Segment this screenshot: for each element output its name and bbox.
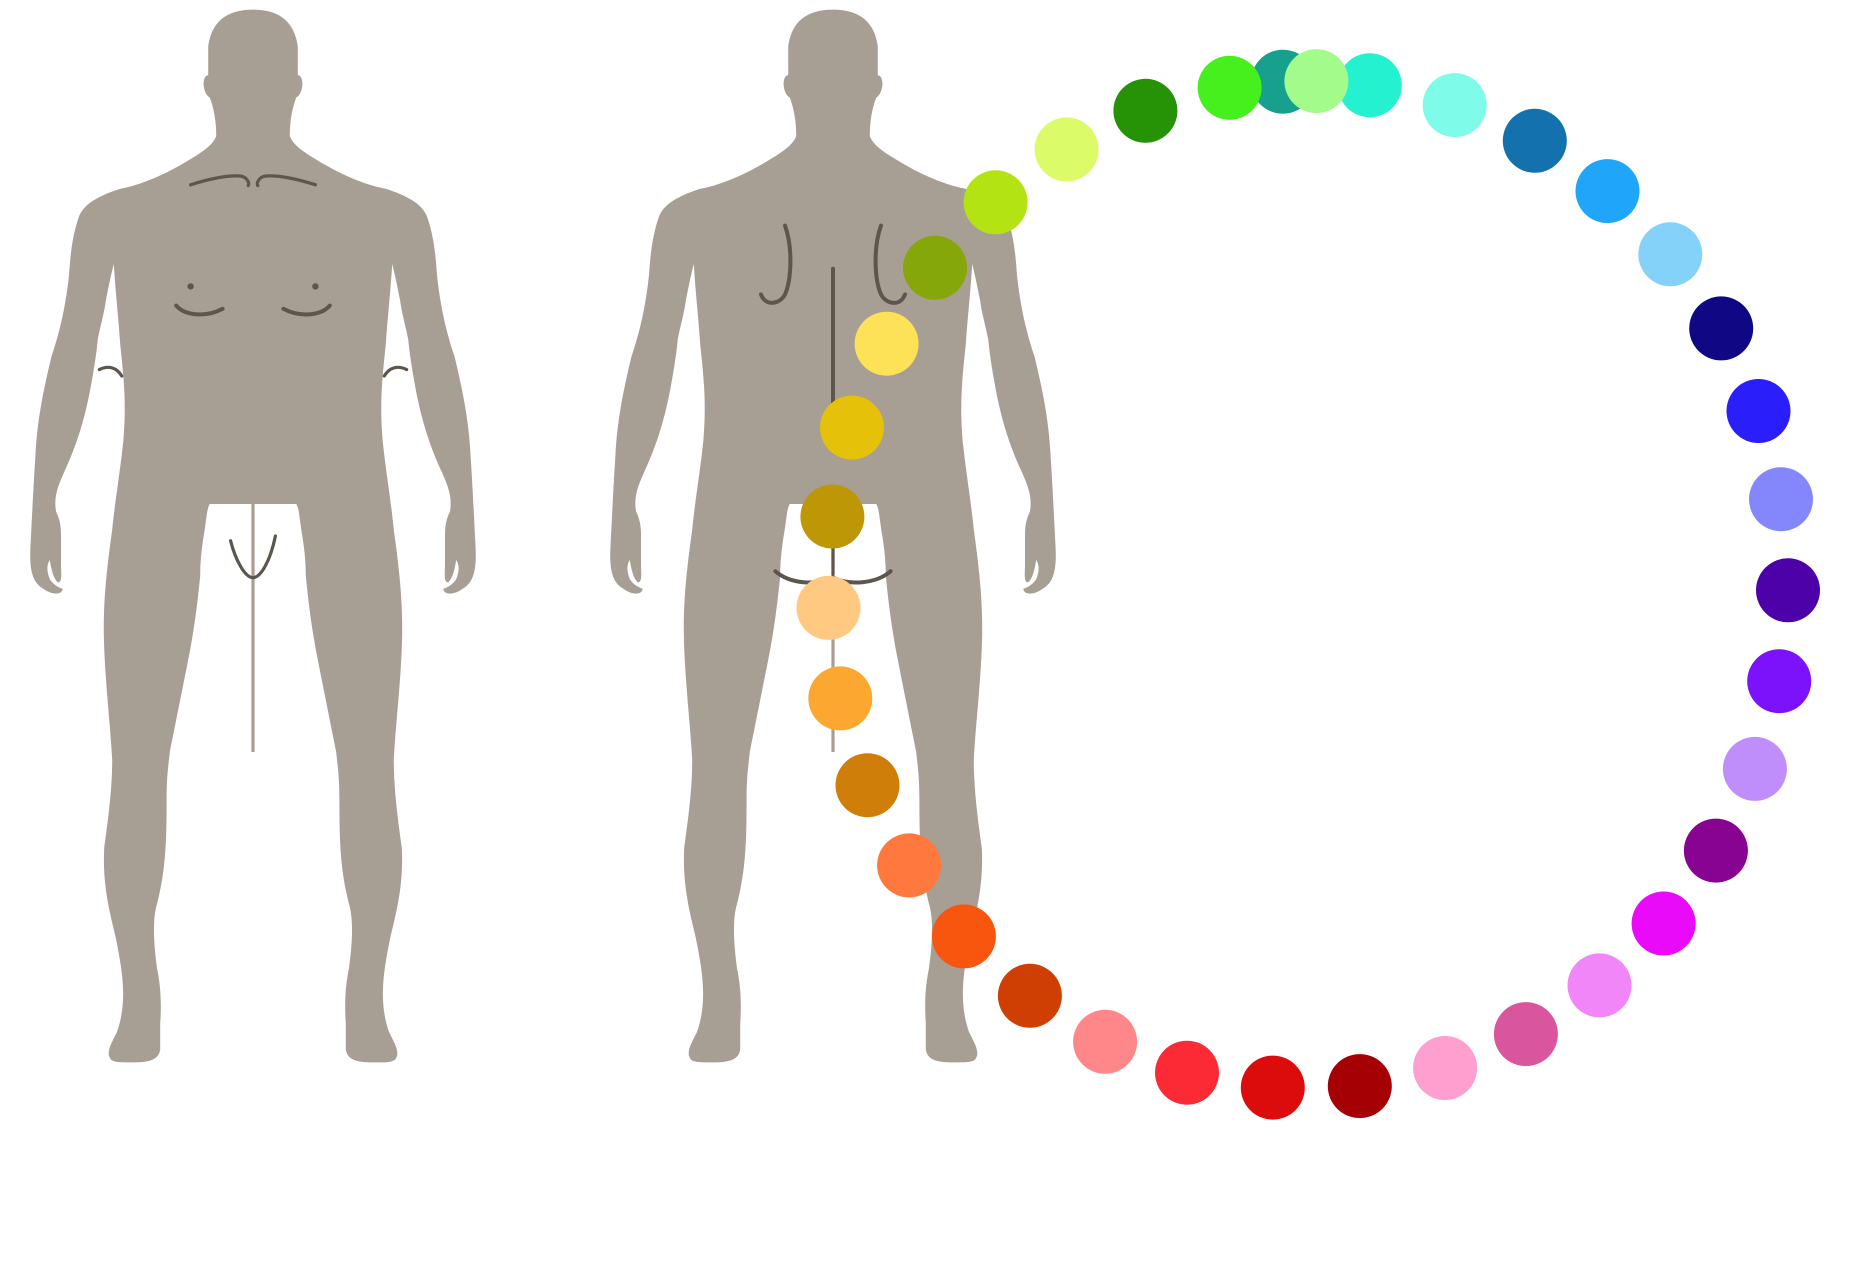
front-body-silhouette	[30, 10, 476, 1063]
color-swatch[interactable]	[964, 170, 1028, 234]
color-swatch[interactable]	[1494, 1002, 1558, 1066]
color-swatch[interactable]	[1756, 558, 1820, 622]
color-swatch[interactable]	[1503, 109, 1567, 173]
silhouette-right-half	[253, 10, 476, 1063]
color-swatch[interactable]	[855, 312, 919, 376]
color-swatch[interactable]	[800, 485, 864, 549]
silhouette-right-half	[833, 10, 1056, 1063]
color-swatch[interactable]	[1568, 953, 1632, 1017]
silhouette-seam	[251, 32, 254, 752]
color-swatch[interactable]	[1689, 296, 1753, 360]
left-elbow-crease	[99, 367, 121, 376]
color-swatch[interactable]	[1727, 379, 1791, 443]
color-swatch[interactable]	[903, 236, 967, 300]
color-swatch[interactable]	[1638, 222, 1702, 286]
color-swatch[interactable]	[877, 833, 941, 897]
color-swatch[interactable]	[797, 576, 861, 640]
color-swatch[interactable]	[1198, 56, 1262, 120]
color-swatch[interactable]	[1113, 79, 1177, 143]
color-swatch[interactable]	[1749, 467, 1813, 531]
color-swatch[interactable]	[1035, 117, 1099, 181]
silhouette-left-half	[30, 10, 253, 1063]
color-swatch[interactable]	[1073, 1010, 1137, 1074]
color-swatch[interactable]	[808, 666, 872, 730]
color-swatch[interactable]	[1413, 1036, 1477, 1100]
color-swatch[interactable]	[1632, 892, 1696, 956]
color-swatch[interactable]	[1747, 649, 1811, 713]
color-swatch[interactable]	[820, 396, 884, 460]
color-swatch[interactable]	[1684, 819, 1748, 883]
color-swatch[interactable]	[1328, 1054, 1392, 1118]
color-swatch[interactable]	[932, 904, 996, 968]
right-nipple-dot	[312, 283, 318, 289]
color-swatch[interactable]	[1723, 737, 1787, 801]
right-elbow-crease	[384, 367, 406, 376]
silhouette-left-half	[610, 10, 833, 1063]
front-body-figure	[30, 10, 476, 1063]
color-swatch[interactable]	[1576, 159, 1640, 223]
color-swatch[interactable]	[1423, 73, 1487, 137]
color-swatch[interactable]	[1241, 1056, 1305, 1120]
color-swatch[interactable]	[998, 964, 1062, 1028]
color-swatch[interactable]	[836, 753, 900, 817]
color-swatch[interactable]	[1284, 49, 1348, 113]
left-nipple-dot	[187, 283, 193, 289]
color-swatch[interactable]	[1155, 1041, 1219, 1105]
